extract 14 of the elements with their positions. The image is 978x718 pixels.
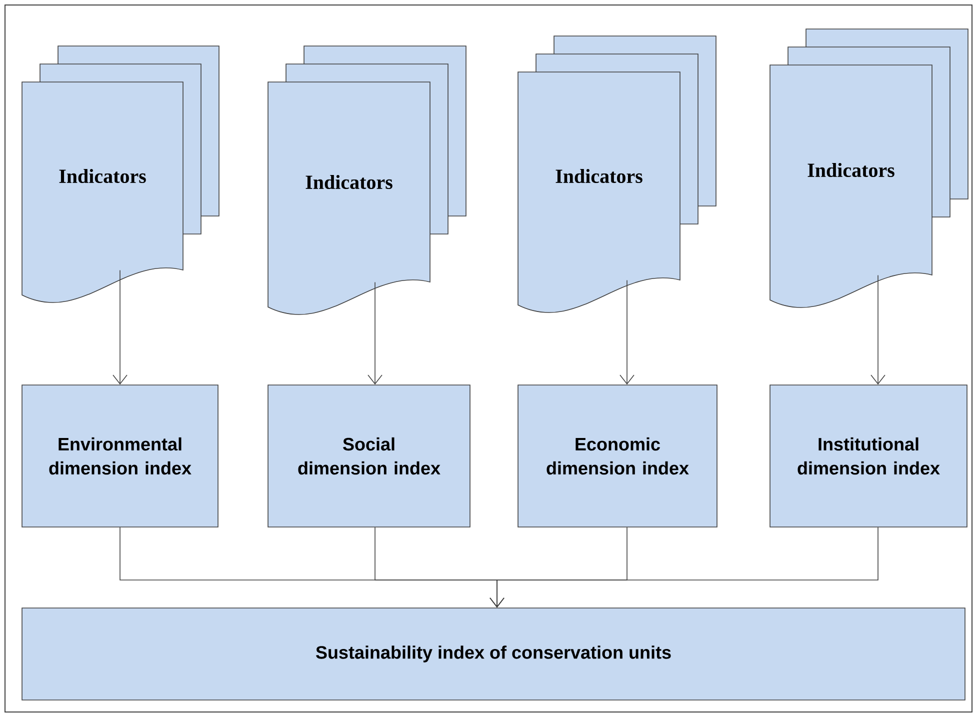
index-box: Environmental dimension index	[22, 384, 218, 528]
index-box: Social dimension index	[268, 384, 470, 528]
index-box: Institutional dimension index	[770, 384, 968, 528]
arrow	[368, 282, 382, 385]
document-stack: Indicators	[22, 46, 220, 303]
document-stack: Indicators	[770, 28, 968, 308]
index-box: Economic dimension index	[518, 384, 718, 528]
document-stack: Indicators	[518, 36, 716, 313]
arrow	[870, 274, 886, 385]
result-box: Sustainability index of conservation units	[22, 608, 966, 700]
arrow	[620, 280, 634, 385]
arrow	[112, 270, 128, 385]
arrow	[490, 527, 878, 608]
document-stack: Indicators	[268, 46, 466, 315]
